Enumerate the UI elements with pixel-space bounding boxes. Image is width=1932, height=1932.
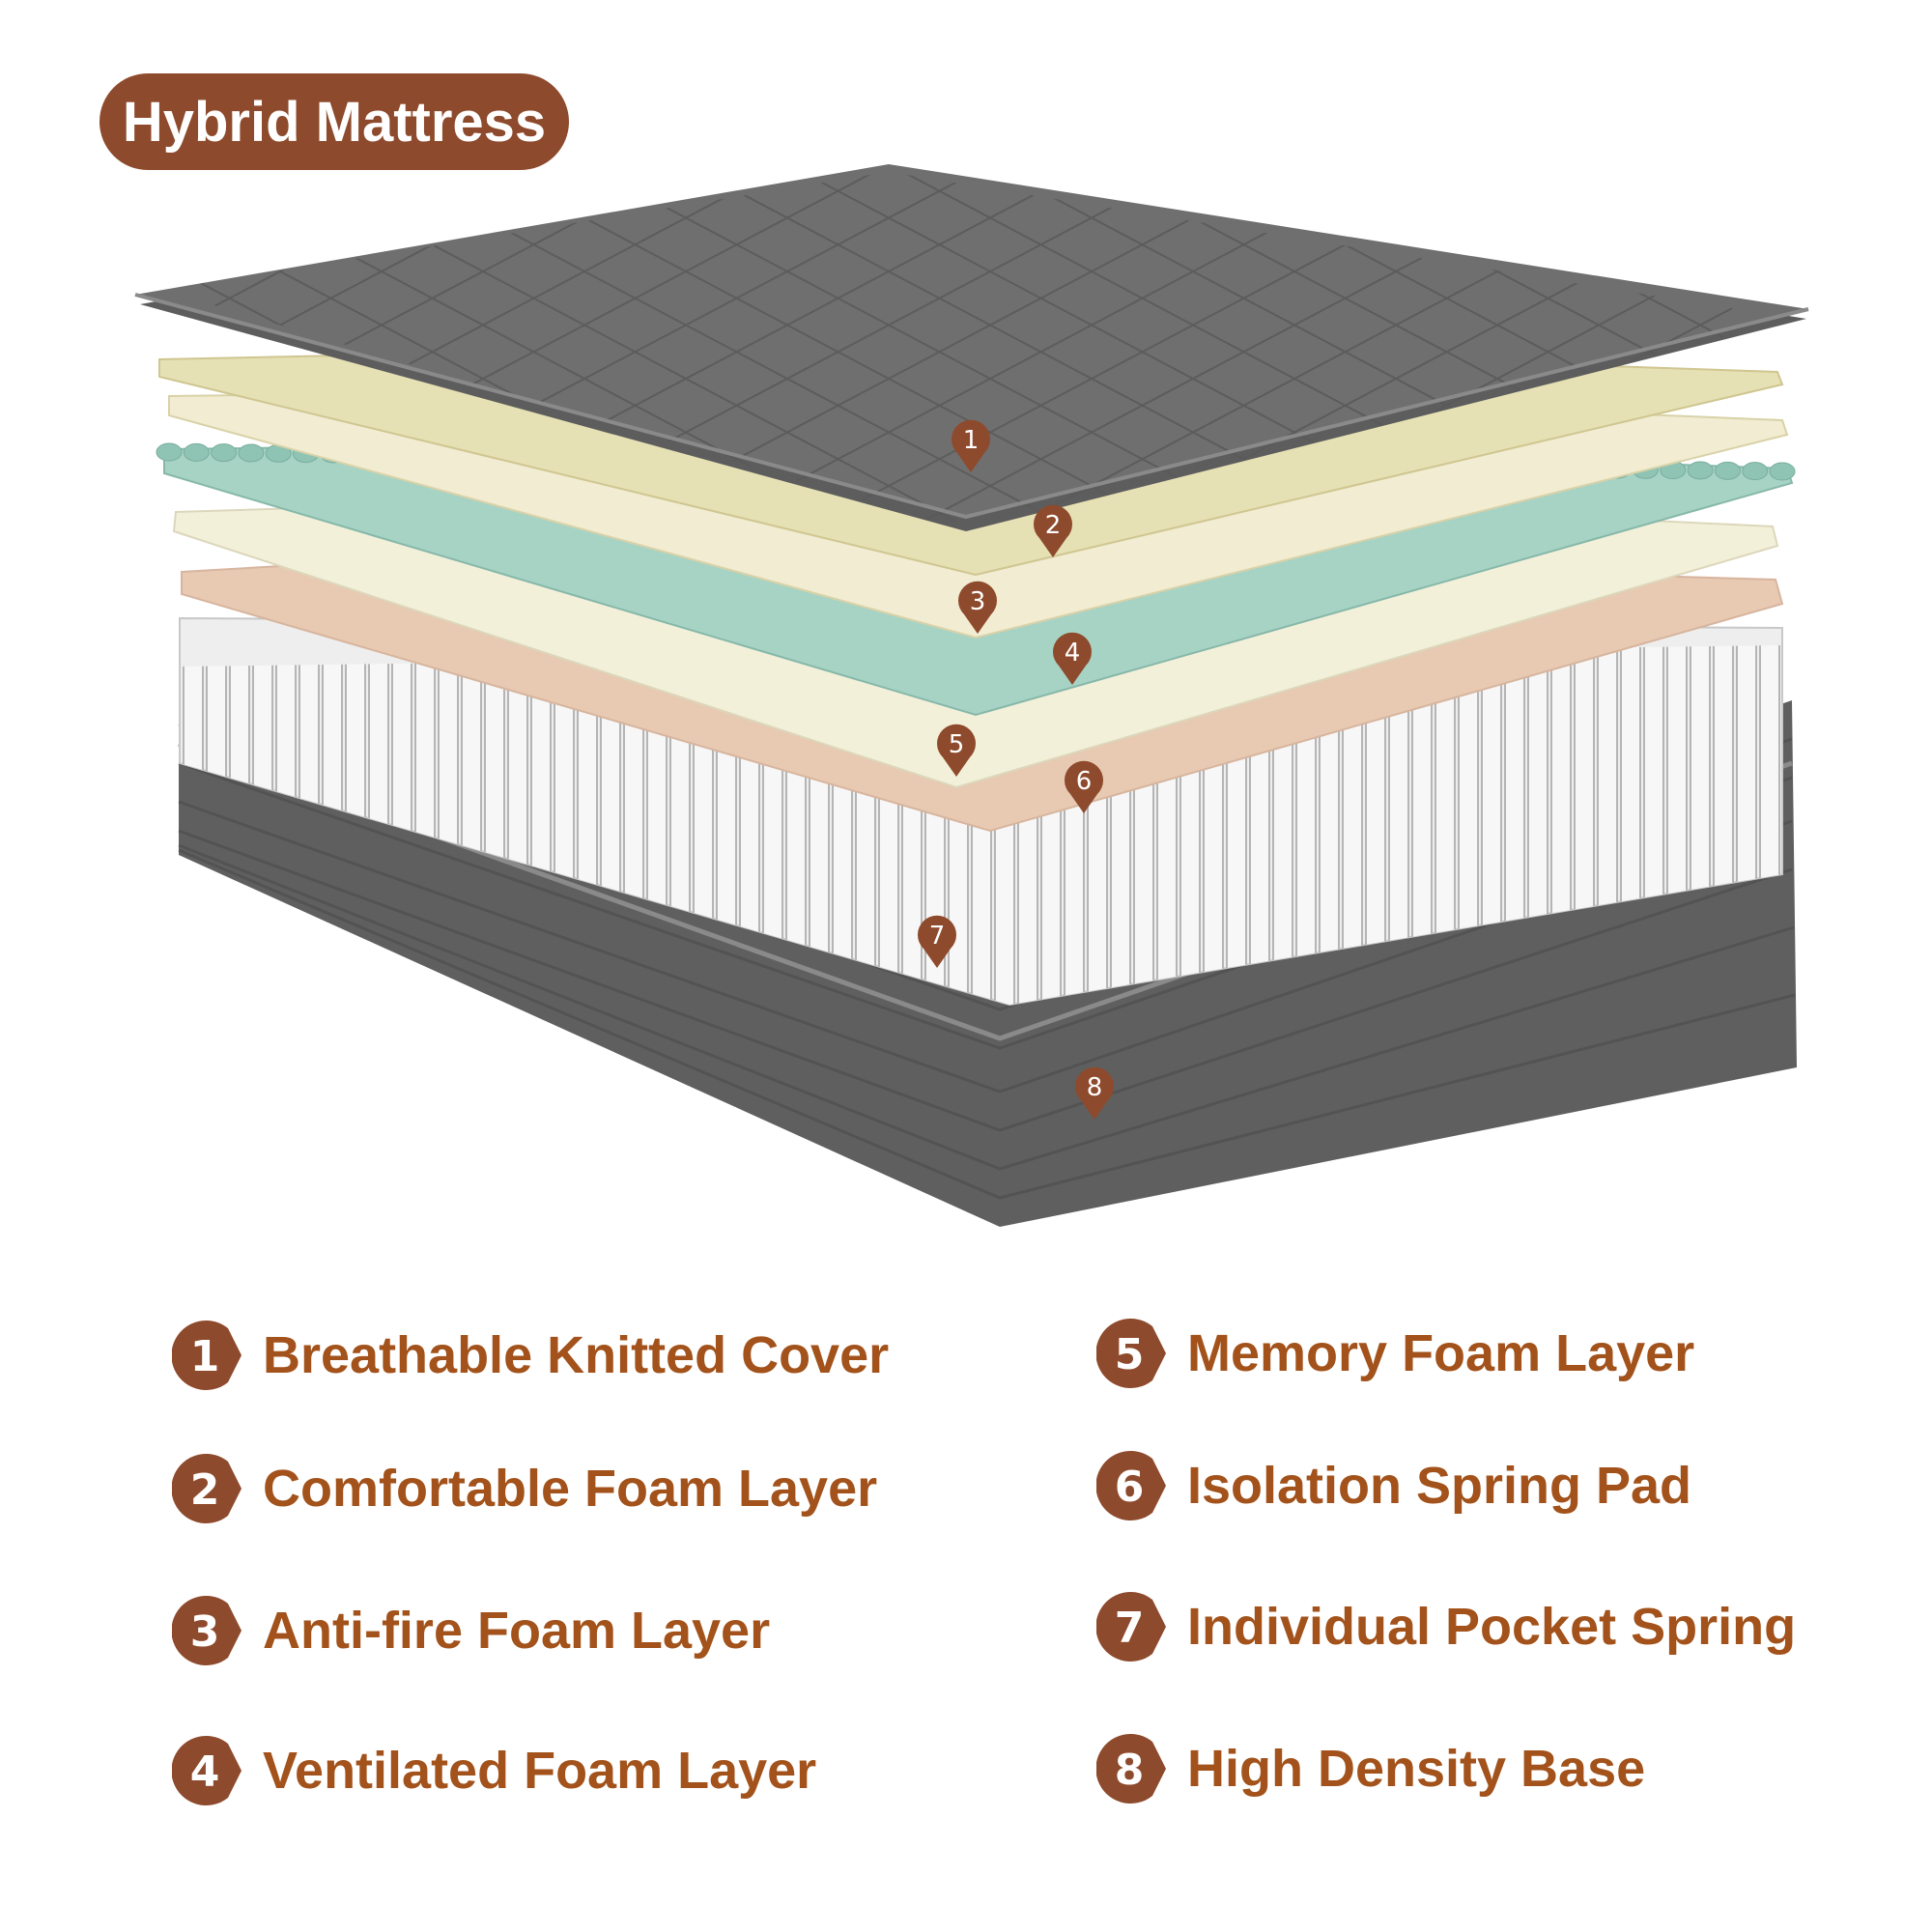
diagram-pin-number: 5: [949, 730, 965, 759]
legend-marker-8-icon: 8: [1096, 1734, 1166, 1804]
legend-item-6: 6 Isolation Spring Pad: [1096, 1451, 1691, 1520]
diagram-pin-number: 7: [929, 922, 946, 951]
legend-item-3: 3 Anti-fire Foam Layer: [172, 1596, 770, 1665]
diagram-pin-6: 6: [1065, 760, 1103, 813]
legend-item-4: 4 Ventilated Foam Layer: [172, 1736, 816, 1805]
diagram-pin-number: 1: [963, 426, 980, 455]
svg-text:5: 5: [1115, 1330, 1145, 1379]
svg-text:1: 1: [190, 1332, 220, 1381]
legend-label-7: Individual Pocket Spring: [1187, 1598, 1797, 1656]
diagram-pin-8: 8: [1075, 1066, 1114, 1120]
diagram-pin-7: 7: [918, 915, 956, 968]
svg-text:6: 6: [1115, 1463, 1145, 1512]
legend-label-6: Isolation Spring Pad: [1187, 1457, 1692, 1515]
diagram-pin-1: 1: [951, 419, 990, 472]
legend-marker-7-icon: 7: [1096, 1592, 1166, 1662]
legend-label-4: Ventilated Foam Layer: [263, 1742, 817, 1800]
title-badge: Hybrid Mattress: [99, 73, 569, 170]
legend-marker-5-icon: 5: [1096, 1319, 1166, 1388]
diagram-pin-number: 6: [1076, 767, 1093, 796]
legend-marker-3-icon: 3: [172, 1596, 242, 1665]
svg-text:7: 7: [1115, 1604, 1145, 1653]
legend-label-5: Memory Foam Layer: [1187, 1324, 1695, 1382]
legend-item-7: 7 Individual Pocket Spring: [1096, 1592, 1796, 1662]
legend-marker-1-icon: 1: [172, 1321, 242, 1390]
svg-text:4: 4: [190, 1747, 220, 1797]
diagram-pin-number: 2: [1045, 511, 1062, 540]
diagram-pin-number: 8: [1087, 1073, 1103, 1102]
legend-label-8: High Density Base: [1187, 1740, 1646, 1798]
legend-label-1: Breathable Knitted Cover: [263, 1326, 890, 1384]
legend-label-2: Comfortable Foam Layer: [263, 1460, 878, 1518]
legend-label-3: Anti-fire Foam Layer: [263, 1602, 771, 1660]
diagram-pin-3: 3: [957, 581, 997, 634]
legend-item-5: 5 Memory Foam Layer: [1096, 1319, 1694, 1388]
legend-marker-4-icon: 4: [172, 1736, 242, 1805]
svg-text:2: 2: [190, 1465, 220, 1515]
svg-text:8: 8: [1115, 1746, 1145, 1795]
legend-item-1: 1 Breathable Knitted Cover: [172, 1321, 889, 1390]
diagram-pin-5: 5: [937, 724, 976, 777]
legend-marker-2-icon: 2: [172, 1454, 242, 1523]
diagram-pin-number: 3: [970, 587, 986, 616]
diagram-pin-4: 4: [1053, 632, 1092, 685]
legend-item-8: 8 High Density Base: [1096, 1734, 1645, 1804]
diagram-pin-2: 2: [1034, 504, 1072, 557]
legend-item-2: 2 Comfortable Foam Layer: [172, 1454, 877, 1523]
legend-marker-6-icon: 6: [1096, 1451, 1166, 1520]
diagram-pin-number: 4: [1065, 639, 1081, 668]
svg-text:3: 3: [190, 1607, 220, 1657]
